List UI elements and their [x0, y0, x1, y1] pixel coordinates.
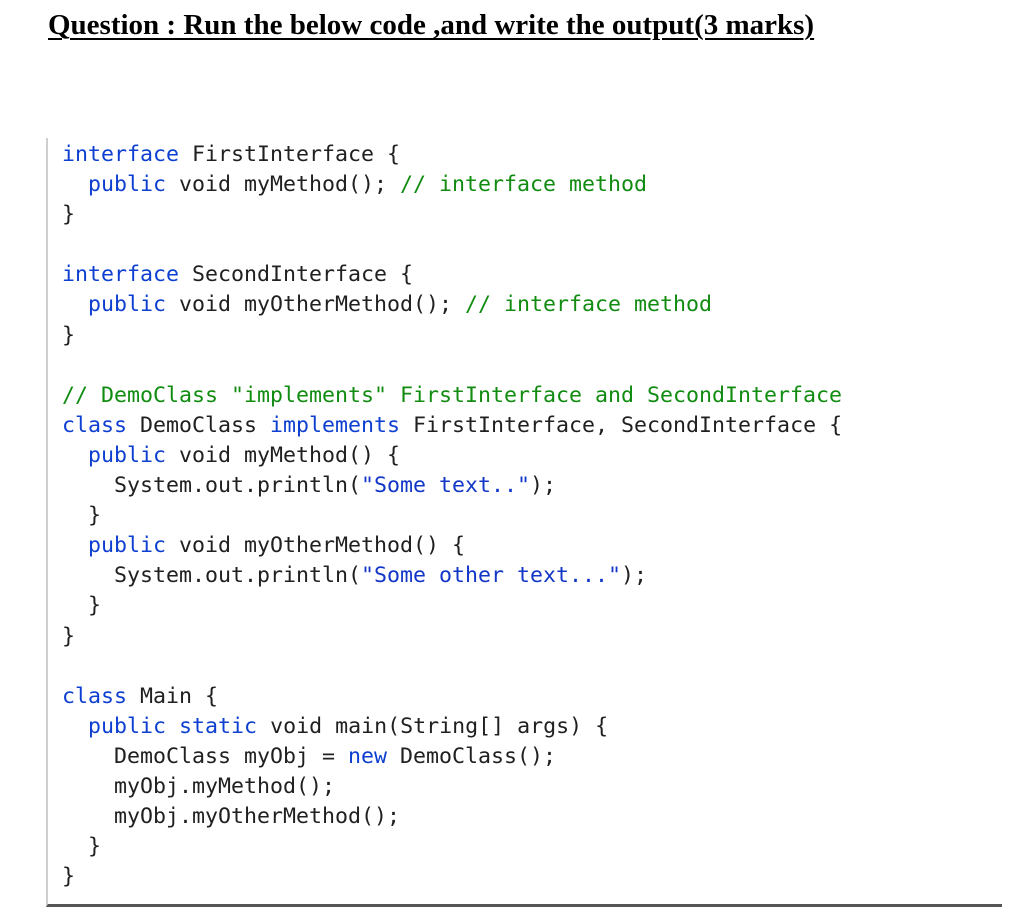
code-line: } — [62, 321, 842, 351]
code-line: } — [62, 622, 842, 652]
code-token: FirstInterface, SecondInterface { — [400, 412, 843, 438]
code-line: interface SecondInterface { — [62, 260, 842, 290]
code-token — [62, 443, 88, 468]
code-token: } — [62, 864, 76, 890]
code-line: interface FirstInterface { — [62, 140, 842, 170]
code-token: ); — [621, 563, 648, 589]
code-line: class DemoClass implements FirstInterfac… — [62, 411, 842, 441]
code-token: DemoClass — [127, 412, 271, 438]
code-token: } — [62, 202, 76, 228]
code-token: } — [62, 322, 76, 348]
code-line: // DemoClass "implements" FirstInterface… — [62, 381, 842, 411]
code-token: DemoClass(); — [387, 743, 557, 769]
code-line: public void myMethod(); // interface met… — [62, 170, 842, 200]
code-line: } — [62, 862, 842, 892]
code-token: SecondInterface { — [179, 262, 414, 288]
code-line — [62, 230, 842, 260]
code-token: "Some other text..." — [361, 563, 622, 589]
code-token: void myMethod() { — [166, 442, 401, 468]
code-token: public — [88, 292, 167, 318]
code-token: void main(String[] args) { — [257, 713, 609, 739]
code-token: public — [88, 442, 167, 468]
code-line: } — [62, 501, 842, 531]
code-line: myObj.myMethod(); — [62, 772, 842, 802]
code-line — [62, 652, 842, 682]
code-token: System.out.println( — [62, 563, 362, 589]
code-token: implements — [270, 412, 401, 438]
code-token: DemoClass myObj = — [62, 743, 349, 769]
code-line: public void myMethod() { — [62, 441, 842, 471]
code-line: DemoClass myObj = new DemoClass(); — [62, 742, 842, 772]
code-token: public — [88, 713, 167, 739]
question-heading: Question : Run the below code ,and write… — [48, 9, 815, 41]
code-token: ); — [530, 473, 557, 499]
code-token — [62, 714, 88, 739]
code-token: // interface method — [465, 292, 713, 318]
code-token: myObj.myMethod(); — [62, 773, 336, 799]
code-listing: interface FirstInterface { public void m… — [62, 140, 842, 892]
code-token: // DemoClass "implements" FirstInterface… — [62, 382, 843, 408]
code-line: System.out.println("Some text.."); — [62, 471, 842, 501]
code-line: public void myOtherMethod() { — [62, 531, 842, 561]
code-token: void myOtherMethod() { — [166, 533, 466, 559]
code-token: interface — [62, 142, 180, 167]
code-token: void myOtherMethod(); — [166, 292, 466, 318]
code-token: public — [88, 172, 167, 198]
code-token: void myMethod(); — [166, 172, 401, 198]
code-line: public void myOtherMethod(); // interfac… — [62, 290, 842, 320]
code-token: System.out.println( — [62, 473, 362, 499]
code-line: myObj.myOtherMethod(); — [62, 802, 842, 832]
code-token: static — [179, 713, 258, 739]
code-token: } — [62, 503, 102, 529]
code-token: } — [62, 834, 102, 860]
code-token: interface — [62, 262, 180, 288]
code-token: } — [62, 593, 102, 619]
code-token — [62, 533, 88, 558]
code-token: myObj.myOtherMethod(); — [62, 804, 401, 830]
code-token — [166, 714, 179, 739]
code-line: System.out.println("Some other text...")… — [62, 561, 842, 591]
code-line: public static void main(String[] args) { — [62, 712, 842, 742]
code-token: } — [62, 623, 76, 649]
code-line: } — [62, 200, 842, 230]
code-token — [62, 172, 88, 197]
code-token: FirstInterface { — [179, 142, 401, 167]
code-token: "Some text.." — [361, 473, 531, 499]
code-token — [62, 292, 88, 317]
code-line: } — [62, 591, 842, 621]
code-line — [62, 351, 842, 381]
code-block: interface FirstInterface { public void m… — [46, 138, 1002, 907]
code-token: // interface method — [400, 172, 648, 198]
code-line: } — [62, 832, 842, 862]
code-line: class Main { — [62, 682, 842, 712]
code-token: Main { — [127, 683, 219, 709]
code-token: new — [348, 743, 388, 769]
code-token: class — [62, 683, 128, 709]
code-token: public — [88, 533, 167, 559]
code-token: class — [62, 412, 128, 438]
